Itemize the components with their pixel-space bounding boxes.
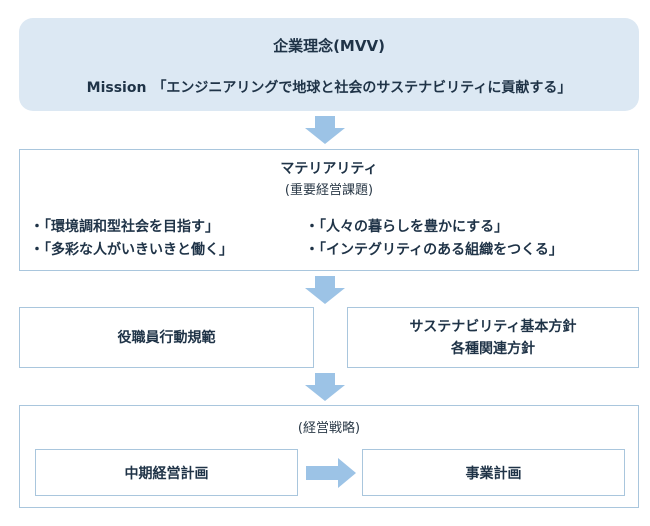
mission-statement: Mission 「エンジニアリングで地球と社会のサステナビリティに貢献する」 [19, 77, 639, 97]
strategy-box: (経営戦略) 中期経営計画 事業計画 [19, 405, 639, 508]
down-arrow-icon [305, 116, 345, 144]
mvv-title: 企業理念(MVV) [273, 37, 385, 55]
code-of-conduct-box: 役職員行動規範 [19, 307, 314, 368]
code-of-conduct-label: 役職員行動規範 [117, 329, 216, 346]
right-arrow-icon [306, 458, 356, 488]
midterm-plan-label: 中期経営計画 [124, 465, 209, 482]
policy-box: サステナビリティ基本方針 各種関連方針 [347, 307, 639, 368]
business-plan-box: 事業計画 [362, 449, 625, 496]
materiality-title: マテリアリティ [280, 161, 378, 177]
down-arrow-icon [305, 373, 345, 401]
materiality-item: ・「人々の暮らしを豊かにする」 [305, 219, 509, 235]
materiality-box: マテリアリティ (重要経営課題) ・「環境調和型社会を目指す」 ・「人々の暮らし… [19, 149, 639, 271]
materiality-subtitle: (重要経営課題) [284, 183, 374, 198]
down-arrow-icon [305, 276, 345, 304]
materiality-item: ・「環境調和型社会を目指す」 [30, 219, 219, 235]
midterm-plan-box: 中期経営計画 [35, 449, 298, 496]
materiality-item: ・「インテグリティのある組織をつくる」 [305, 242, 563, 258]
related-policies-label: 各種関連方針 [451, 340, 535, 357]
mission-text: 「エンジニアリングで地球と社会のサステナビリティに貢献する」 [152, 80, 572, 96]
sustainability-policy-label: サステナビリティ基本方針 [409, 318, 577, 335]
materiality-item: ・「多彩な人がいきいきと働く」 [30, 242, 233, 258]
business-plan-label: 事業計画 [465, 465, 522, 482]
strategy-label: (経営戦略) [297, 421, 361, 436]
mission-label: Mission [86, 80, 147, 96]
mvv-box: 企業理念(MVV) Mission 「エンジニアリングで地球と社会のサステナビリテ… [19, 18, 639, 111]
